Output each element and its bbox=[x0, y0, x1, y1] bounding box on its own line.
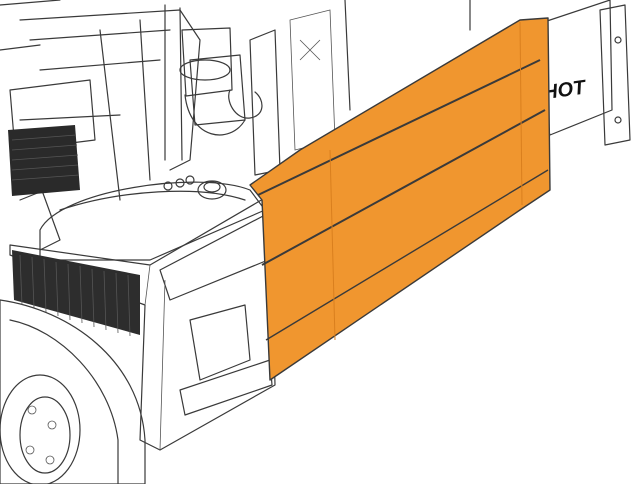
front-tire bbox=[0, 299, 146, 484]
grille-icon bbox=[8, 125, 80, 196]
front-fender-fairing bbox=[9, 194, 276, 451]
fairing-grille-mesh bbox=[12, 250, 140, 337]
fuel-tank bbox=[39, 175, 266, 261]
exhaust-stack bbox=[179, 27, 246, 136]
highlighted-side-fairing-panel bbox=[249, 17, 551, 381]
